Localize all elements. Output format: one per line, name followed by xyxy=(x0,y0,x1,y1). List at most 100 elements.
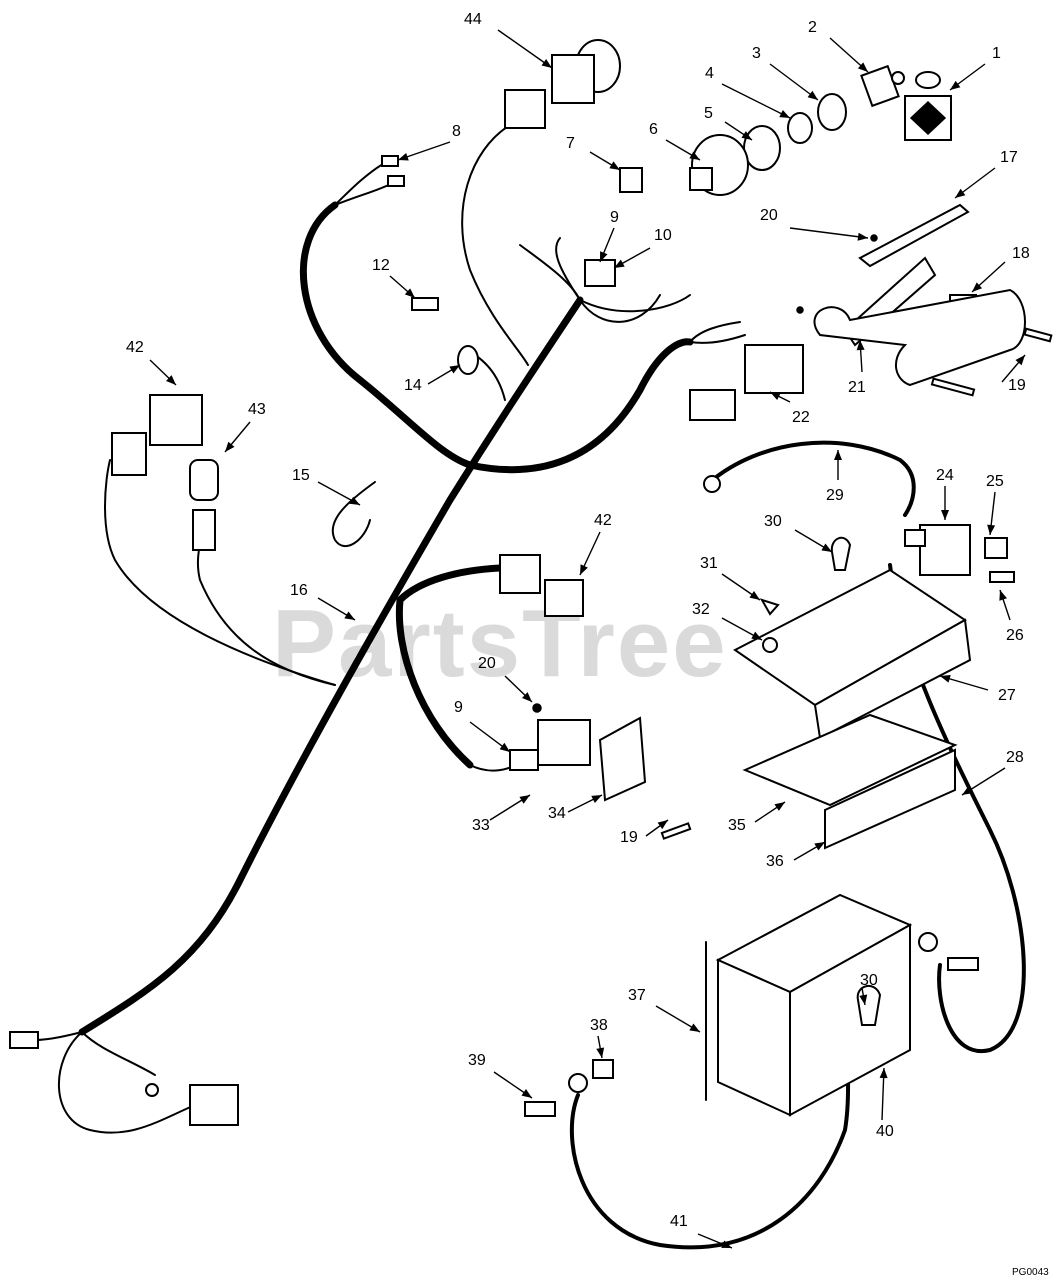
callout-c34: 34 xyxy=(548,794,603,822)
callout-number: 29 xyxy=(826,487,844,504)
part-20-nut xyxy=(532,703,542,713)
callout-c19a: 19 xyxy=(1001,354,1026,394)
leader-arrow xyxy=(349,496,360,505)
callout-number: 15 xyxy=(292,467,310,484)
leader-arrow xyxy=(972,282,983,292)
leader-arrow xyxy=(857,232,868,241)
callout-c35: 35 xyxy=(728,801,786,834)
callout-number: 42 xyxy=(126,339,144,356)
part-8-terminal xyxy=(381,155,399,167)
callout-c9a: 9 xyxy=(599,209,619,263)
part-40-battery xyxy=(715,893,913,1117)
part-21-handle xyxy=(813,288,1026,387)
leader-arrow xyxy=(770,392,781,401)
callout-number: 5 xyxy=(704,105,713,122)
callout-c29: 29 xyxy=(826,450,844,504)
callout-c10: 10 xyxy=(613,227,672,269)
part-12-fuse xyxy=(411,297,439,311)
parts xyxy=(9,39,1053,1126)
part-43-holder xyxy=(192,509,216,551)
part-42-relay-mid xyxy=(499,554,584,617)
leader-arrow xyxy=(955,188,966,198)
callout-c25: 25 xyxy=(986,473,1004,536)
callout-c4: 4 xyxy=(705,65,791,119)
callout-number: 18 xyxy=(1012,245,1030,262)
callout-number: 30 xyxy=(764,513,782,530)
callout-c8: 8 xyxy=(397,123,461,161)
part-harness-connector xyxy=(9,1031,239,1126)
callout-number: 19 xyxy=(620,829,638,846)
callout-c32: 32 xyxy=(692,601,763,641)
callout-number: 4 xyxy=(705,65,714,82)
callout-number: 17 xyxy=(1000,149,1018,166)
callout-number: 14 xyxy=(404,377,422,394)
leader-arrow xyxy=(398,152,409,161)
part-14-grommet xyxy=(457,345,479,375)
part-42-relay-top xyxy=(111,394,203,476)
leader-arrow xyxy=(1015,355,1025,366)
leader-arrow xyxy=(940,674,951,683)
leader-arrow xyxy=(499,742,510,752)
leader-arrow xyxy=(751,631,762,640)
callout-c28: 28 xyxy=(961,749,1024,796)
part-36-pad xyxy=(824,748,956,850)
leader-arrow xyxy=(519,795,530,804)
part-20-nut-top xyxy=(870,234,878,242)
callout-number: 28 xyxy=(1006,749,1024,766)
callout-number: 21 xyxy=(848,379,866,396)
leader-arrow xyxy=(749,591,760,600)
leader-arrow xyxy=(857,62,868,72)
callout-number: 44 xyxy=(464,11,482,28)
part-1-decal xyxy=(904,71,952,141)
callout-c42b: 42 xyxy=(579,512,612,576)
part-34-bracket xyxy=(598,716,647,802)
callout-number: 41 xyxy=(670,1213,688,1230)
part-7-clip xyxy=(619,167,643,193)
part-24-solenoid xyxy=(904,524,971,576)
callout-number: 37 xyxy=(628,987,646,1004)
part-30-boot-lower xyxy=(856,985,882,1026)
leader-arrow xyxy=(541,58,552,68)
leader-arrow xyxy=(344,611,355,620)
part-29-terminal xyxy=(703,475,721,493)
leader-arrow xyxy=(580,564,588,575)
callout-number: 26 xyxy=(1006,627,1024,644)
watermark: PartsTree xyxy=(272,590,728,697)
leader-arrow xyxy=(856,340,865,351)
callout-c15: 15 xyxy=(292,467,361,506)
part-nut-right xyxy=(918,932,938,952)
callout-c5: 5 xyxy=(704,105,753,141)
leader-arrow xyxy=(225,441,235,452)
callout-c16: 16 xyxy=(290,582,356,621)
callout-c42a: 42 xyxy=(126,339,177,386)
leader-arrow xyxy=(449,365,460,374)
callout-c22: 22 xyxy=(769,391,810,426)
leader-arrow xyxy=(999,590,1007,601)
part-38-nut xyxy=(592,1059,614,1079)
callout-number: 25 xyxy=(986,473,1004,490)
callout-number: 2 xyxy=(808,19,817,36)
callout-number: 8 xyxy=(452,123,461,140)
part-25-cover xyxy=(984,537,1008,559)
callout-c31: 31 xyxy=(700,555,761,601)
leader-arrow xyxy=(779,109,790,118)
leader-arrow xyxy=(522,692,532,702)
leader-arrow xyxy=(950,80,961,90)
callout-c18: 18 xyxy=(971,245,1030,293)
part-9-connector-lower xyxy=(509,749,539,771)
leader-arrow xyxy=(689,151,700,160)
callout-number: 30 xyxy=(860,972,878,989)
part-3-nut xyxy=(817,93,847,131)
callout-number: 42 xyxy=(594,512,612,529)
part-20-nut-left xyxy=(796,306,804,314)
callout-number: 31 xyxy=(700,555,718,572)
callout-c41: 41 xyxy=(670,1213,733,1249)
callout-c14: 14 xyxy=(404,364,461,394)
part-33-relay xyxy=(537,719,591,766)
part-31-wingnut xyxy=(759,598,780,616)
callout-c12: 12 xyxy=(372,257,416,299)
leader-arrow xyxy=(689,1023,700,1032)
callout-c30b: 30 xyxy=(859,972,878,1006)
leader-arrow xyxy=(987,524,996,535)
callout-number: 3 xyxy=(752,45,761,62)
